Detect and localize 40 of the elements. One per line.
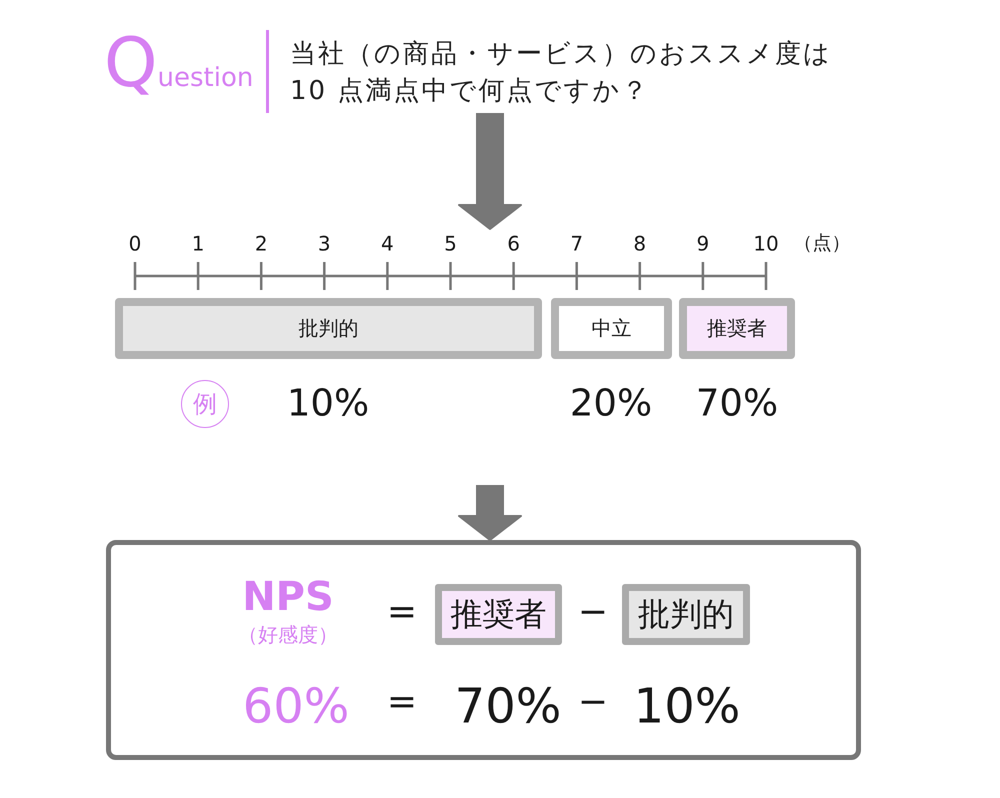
tick-label: 0 bbox=[128, 232, 142, 256]
tick-label: 3 bbox=[318, 232, 331, 256]
term-box bbox=[435, 584, 562, 645]
question-label: Question bbox=[104, 30, 254, 98]
example-badge: 例 bbox=[181, 380, 229, 428]
question-text: 当社（の商品・サービス）のおススメ度は10 点満点中で何点ですか？ bbox=[290, 38, 833, 108]
arrow bbox=[458, 113, 522, 230]
term-label: 批判的 bbox=[638, 596, 734, 633]
minus-sign: − bbox=[578, 681, 608, 723]
percentage-value: 10% bbox=[634, 679, 740, 735]
tick-label: 6 bbox=[507, 232, 520, 256]
term-box bbox=[622, 584, 750, 645]
arrow bbox=[458, 485, 522, 541]
metric-subtitle: （好感度） bbox=[238, 624, 338, 646]
minus-sign: − bbox=[578, 591, 608, 633]
equals-sign: = bbox=[386, 681, 418, 723]
tick-label: 8 bbox=[633, 232, 646, 256]
tick-label: 7 bbox=[570, 232, 584, 256]
tick-label: 5 bbox=[444, 232, 457, 256]
percentage-value: 70% bbox=[454, 679, 562, 735]
tick-label: 10 bbox=[753, 232, 779, 256]
category-box bbox=[551, 298, 672, 359]
metric-name: NPS bbox=[242, 574, 334, 620]
tick-label: 2 bbox=[254, 232, 268, 256]
term-label: 推奨者 bbox=[450, 596, 546, 633]
formula-panel bbox=[106, 540, 861, 760]
tick-label: 4 bbox=[381, 232, 394, 256]
category-label: 推奨者 bbox=[707, 317, 767, 340]
category-label: 中立 bbox=[592, 317, 632, 340]
category-box bbox=[679, 298, 795, 359]
percentage-value: 70% bbox=[696, 382, 778, 426]
category-label: 批判的 bbox=[298, 317, 358, 340]
result-value: 60% bbox=[242, 679, 350, 735]
tick-label: 1 bbox=[192, 232, 204, 256]
category-box bbox=[115, 298, 542, 359]
percentage-value: 20% bbox=[570, 382, 652, 426]
percentage-value: 10% bbox=[286, 382, 370, 426]
equals-sign: = bbox=[386, 591, 418, 633]
tick-label: 9 bbox=[696, 232, 710, 256]
unit-label: （点） bbox=[794, 233, 850, 255]
